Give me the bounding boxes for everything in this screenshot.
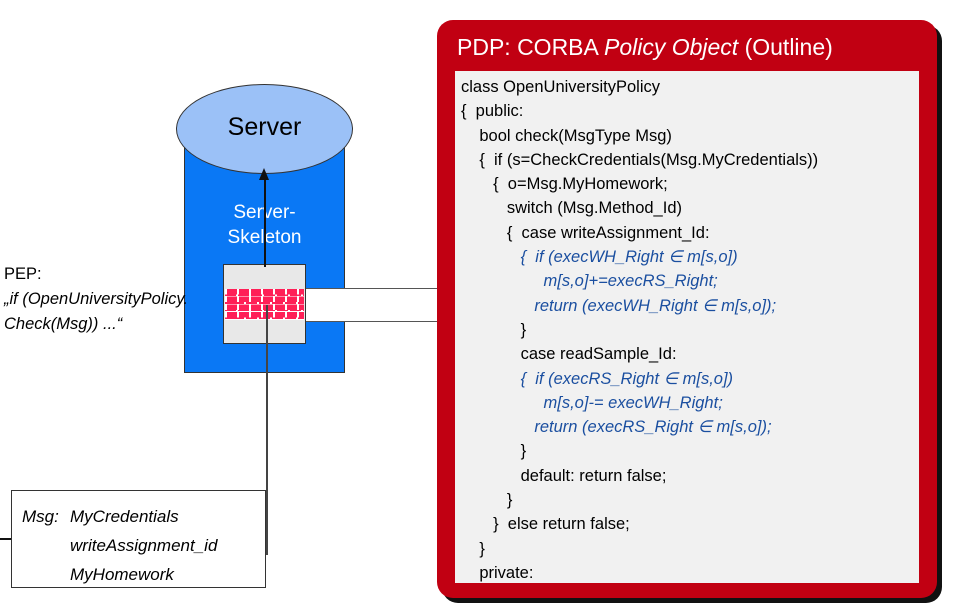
message-key-label: Msg: bbox=[22, 507, 59, 526]
pep-annotation: PEP: „if (OpenUniversityPolicy. Check(Ms… bbox=[4, 262, 219, 337]
brick bbox=[251, 290, 262, 296]
code-line: } bbox=[461, 442, 527, 461]
request-arrow-shaft bbox=[264, 175, 266, 267]
code-line: { if (execRS_Right ∈ m[s,o]) bbox=[461, 369, 734, 388]
request-arrow-head-icon bbox=[259, 168, 269, 180]
code-line: } bbox=[461, 320, 527, 339]
brick bbox=[251, 305, 262, 312]
brick bbox=[297, 313, 304, 320]
msg-connector-vertical bbox=[266, 305, 268, 554]
pep-annotation-line3: Check(Msg)) ...“ bbox=[4, 315, 123, 333]
code-line: return (execWH_Right ∈ m[s,o]); bbox=[461, 296, 777, 315]
code-line: { if (s=CheckCredentials(Msg.MyCredentia… bbox=[461, 150, 819, 169]
server-label: Server bbox=[227, 113, 302, 141]
brick bbox=[245, 297, 257, 304]
brick bbox=[264, 290, 275, 296]
brick bbox=[245, 313, 257, 320]
message-value-credentials: MyCredentials bbox=[70, 507, 179, 526]
brick bbox=[290, 305, 301, 312]
code-line: default: return false; bbox=[461, 466, 667, 485]
code-line: return (execRS_Right ∈ m[s,o]); bbox=[461, 418, 772, 437]
brick bbox=[258, 297, 270, 304]
pdp-title-suffix: (Outline) bbox=[738, 34, 833, 60]
brick bbox=[238, 290, 249, 296]
message-box bbox=[11, 490, 266, 588]
brick bbox=[284, 313, 296, 320]
pep-annotation-line2: „if (OpenUniversityPolicy. bbox=[4, 290, 188, 308]
brick bbox=[303, 305, 304, 312]
brick bbox=[277, 290, 288, 296]
code-line: private: bbox=[461, 563, 534, 582]
code-line: bool check(MsgType Msg) bbox=[461, 126, 672, 145]
message-value-method: writeAssignment_id bbox=[70, 536, 218, 555]
pdp-panel: PDP: CORBA Policy Object (Outline) class… bbox=[437, 20, 937, 598]
brick bbox=[271, 297, 283, 304]
code-line: } else return false; bbox=[461, 515, 630, 534]
code-line: class OpenUniversityPolicy bbox=[461, 78, 660, 96]
code-line: } bbox=[461, 539, 485, 558]
policy-source-code: class OpenUniversityPolicy { public: bool… bbox=[455, 71, 919, 583]
brick bbox=[284, 297, 296, 304]
pdp-title-prefix: PDP: CORBA bbox=[457, 34, 604, 60]
code-line: case readSample_Id: bbox=[461, 345, 677, 364]
code-line: switch (Msg.Method_Id) bbox=[461, 199, 682, 218]
brick bbox=[271, 313, 283, 320]
code-line: { o=Msg.MyHomework; bbox=[461, 175, 668, 194]
brick bbox=[225, 305, 236, 312]
brick bbox=[225, 290, 236, 296]
pep-annotation-line1: PEP: bbox=[4, 265, 42, 283]
message-value-object: MyHomework bbox=[70, 565, 174, 584]
code-line: } bbox=[461, 491, 513, 510]
code-line: m[s,o]+=execRS_Right; bbox=[461, 272, 718, 291]
brick bbox=[258, 313, 270, 320]
brick bbox=[225, 297, 236, 304]
pdp-title-italic: Policy Object bbox=[603, 34, 739, 60]
code-line: { public: bbox=[461, 102, 524, 121]
brick bbox=[290, 290, 301, 296]
code-line: m[s,o]-= execWH_Right; bbox=[461, 393, 723, 412]
brick bbox=[277, 305, 288, 312]
brick bbox=[303, 290, 304, 296]
incoming-message-arrow-shaft bbox=[0, 538, 18, 540]
brick bbox=[297, 297, 304, 304]
brick bbox=[238, 305, 249, 312]
firewall-brick-icon bbox=[225, 289, 304, 320]
brick bbox=[232, 297, 244, 304]
pdp-panel-title: PDP: CORBA Policy Object (Outline) bbox=[457, 32, 927, 62]
code-line: { case writeAssignment_Id: bbox=[461, 223, 710, 242]
code-line: { if (execWH_Right ∈ m[s,o]) bbox=[461, 248, 738, 267]
brick bbox=[225, 313, 236, 320]
brick bbox=[232, 313, 244, 320]
server-cylinder-top bbox=[176, 84, 353, 174]
